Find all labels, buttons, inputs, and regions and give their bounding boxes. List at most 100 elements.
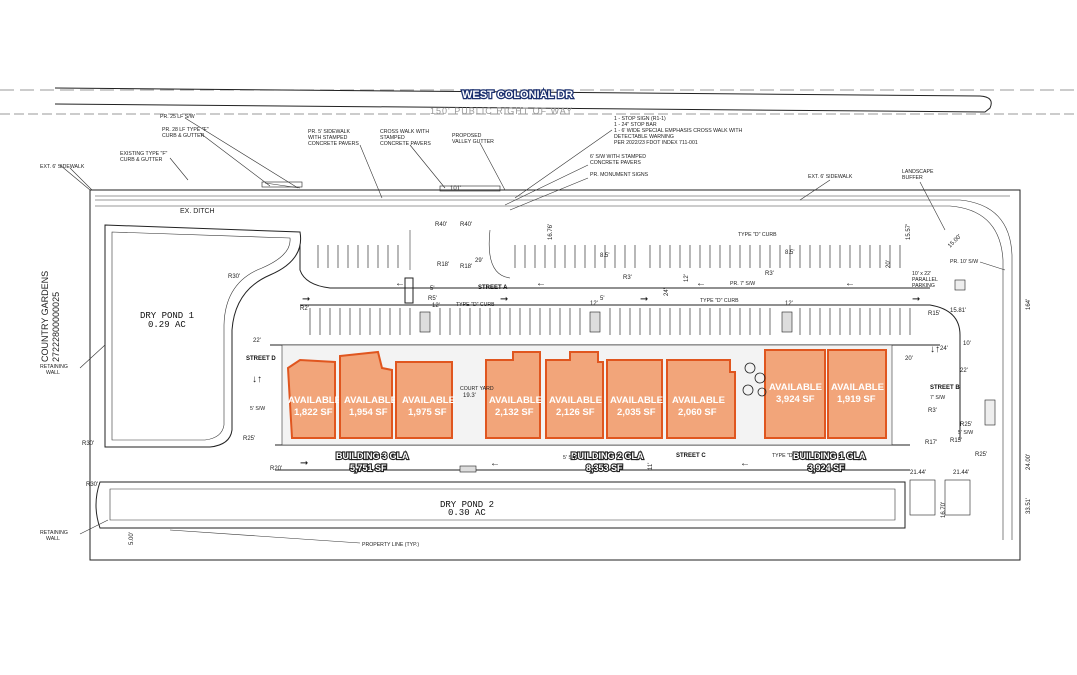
unit-6[interactable]: AVAILABLE 2,035 SF [606, 359, 663, 439]
note-stop-1: 1 - STOP SIGN (R1-1) [614, 116, 666, 122]
note-stop-2: 1 - 24" STOP BAR [614, 122, 657, 128]
right-of-way-label: 150' PUBLIC RIGHT OF WAY [430, 106, 573, 116]
note-stop-5: PER 2022/23 FDOT INDEX 711-001 [614, 140, 698, 146]
unit-4[interactable]: AVAILABLE 2,132 SF [485, 351, 542, 439]
unit-8[interactable]: AVAILABLE 3,924 SF [764, 349, 826, 439]
pond-1-area: 0.29 AC [148, 320, 186, 330]
unit-3[interactable]: AVAILABLE 1,975 SF [395, 361, 455, 439]
unit-1[interactable]: AVAILABLE 1,822 SF [286, 358, 341, 439]
svg-text:R18': R18' [437, 262, 449, 268]
note-pp-1: 10' x 22' [912, 271, 931, 277]
note-sw6-b: CONCRETE PAVERS [590, 160, 641, 166]
note-ext6-left: EXT. 6' SIDEWALK [40, 164, 85, 170]
svg-text:15.57': 15.57' [906, 224, 912, 240]
svg-text:R25': R25' [960, 422, 972, 428]
pond-2-area: 0.30 AC [448, 508, 486, 518]
building-1-label: BUILDING 1 GLA [793, 451, 866, 461]
arrow-left-icon: ← [395, 278, 405, 289]
arrow-left-icon: ← [490, 458, 500, 469]
note-lb: LANDSCAPE [902, 169, 934, 175]
svg-text:24.00': 24.00' [1026, 454, 1032, 470]
svg-text:15.00': 15.00' [947, 234, 963, 250]
note-rw2: RETAINING [40, 530, 68, 536]
svg-text:19.3': 19.3' [463, 393, 476, 399]
note-cw-c: CONCRETE PAVERS [380, 141, 431, 147]
note-pr10: PR. 10' S/W [950, 259, 978, 265]
svg-text:164': 164' [1026, 299, 1032, 310]
svg-text:R3': R3' [928, 408, 937, 414]
arrow-left-icon: ← [845, 278, 855, 289]
svg-text:22': 22' [960, 368, 968, 374]
svg-text:101': 101' [450, 186, 461, 192]
note-rw1-b: WALL [46, 370, 60, 376]
svg-text:24': 24' [664, 288, 670, 296]
street-b-label: STREET B [930, 385, 960, 391]
svg-text:29': 29' [475, 258, 483, 264]
svg-text:R25': R25' [243, 436, 255, 442]
unit-4-status: AVAILABLE [489, 395, 542, 406]
note-monument: PR. MONUMENT SIGNS [590, 172, 649, 178]
note-vg-b: VALLEY GUTTER [452, 139, 494, 145]
note-typed-c: TYPE "D" CURB [700, 298, 739, 304]
svg-text:R30': R30' [82, 441, 94, 447]
svg-text:12': 12' [785, 301, 793, 307]
street-a-label: STREET A [478, 285, 508, 291]
svg-text:11': 11' [648, 463, 654, 470]
property-boundary [59, 164, 1021, 561]
svg-text:5': 5' [600, 296, 604, 302]
svg-text:21.44': 21.44' [910, 470, 926, 476]
note-cw-b: STAMPED [380, 135, 405, 141]
building-1-area: 3,924 SF [808, 463, 845, 473]
note-pr5b: WITH STAMPED [308, 135, 348, 141]
building-labels: BUILDING 3 GLA 5,751 SF BUILDING 2 GLA 8… [335, 450, 867, 474]
note-pr5: PR. 5' SIDEWALK [308, 129, 351, 135]
svg-text:10': 10' [963, 341, 971, 347]
unit-1-status: AVAILABLE [288, 395, 341, 406]
svg-text:R3': R3' [765, 271, 774, 277]
unit-9-area: 1,919 SF [837, 394, 876, 405]
traffic-arrows: ➞ ← ← ← ← ➞ ➞ ➞ ➞ ← ← ↓↑ ↓↑ [252, 278, 940, 469]
unit-9[interactable]: AVAILABLE 1,919 SF [827, 349, 887, 439]
arrow-right-icon: ➞ [640, 294, 648, 305]
note-pr7: PR. 7' S/W [730, 281, 755, 287]
unit-7-area: 2,060 SF [678, 407, 717, 418]
svg-text:15.81': 15.81' [950, 308, 966, 314]
note-pr25: PR. 25 LF S/W [160, 114, 195, 120]
note-exf-b: CURB & GUTTER [120, 157, 163, 163]
svg-text:R15': R15' [950, 438, 962, 444]
unit-8-status: AVAILABLE [769, 382, 822, 393]
svg-text:R15': R15' [928, 311, 940, 317]
svg-text:R5': R5' [428, 296, 437, 302]
note-exf: EXISTING TYPE "F" [120, 151, 168, 157]
unit-6-status: AVAILABLE [610, 395, 663, 406]
pond-2-name: DRY POND 2 [440, 500, 494, 510]
svg-text:R40': R40' [435, 222, 447, 228]
unit-1-area: 1,822 SF [294, 407, 333, 418]
street-labels: STREET A STREET B STREET C STREET D EX. … [180, 208, 960, 459]
arrow-right-icon: ➞ [912, 294, 920, 305]
west-colonial-drive: WEST COLONIAL DR 150' PUBLIC RIGHT OF WA… [0, 87, 1077, 116]
svg-text:12': 12' [684, 274, 690, 282]
note-court: COURT YARD [460, 386, 494, 392]
svg-text:5.00': 5.00' [129, 532, 135, 545]
note-sw5c: 5' S/W [958, 430, 973, 436]
unit-3-area: 1,975 SF [408, 407, 447, 418]
note-pr28b: CURB & GUTTER [162, 133, 205, 139]
unit-2[interactable]: AVAILABLE 1,954 SF [339, 350, 397, 439]
pond-1-name: DRY POND 1 [140, 311, 194, 321]
unit-7[interactable]: AVAILABLE 2,060 SF [666, 359, 736, 439]
note-typed-a: TYPE "D" CURB [738, 232, 777, 238]
unit-5[interactable]: AVAILABLE 2,126 SF [545, 351, 604, 439]
svg-text:R30': R30' [86, 482, 98, 488]
svg-text:21.44': 21.44' [953, 470, 969, 476]
svg-text:20': 20' [886, 260, 892, 268]
svg-text:R25': R25' [975, 452, 987, 458]
unit-5-area: 2,126 SF [556, 407, 595, 418]
arrow-right-icon: ➞ [302, 294, 310, 305]
tree-icon [742, 362, 767, 397]
note-sw5a: 5' S/W [250, 406, 265, 412]
unit-2-status: AVAILABLE [344, 395, 397, 406]
unit-2-area: 1,954 SF [349, 407, 388, 418]
building-3-label: BUILDING 3 GLA [336, 451, 409, 461]
